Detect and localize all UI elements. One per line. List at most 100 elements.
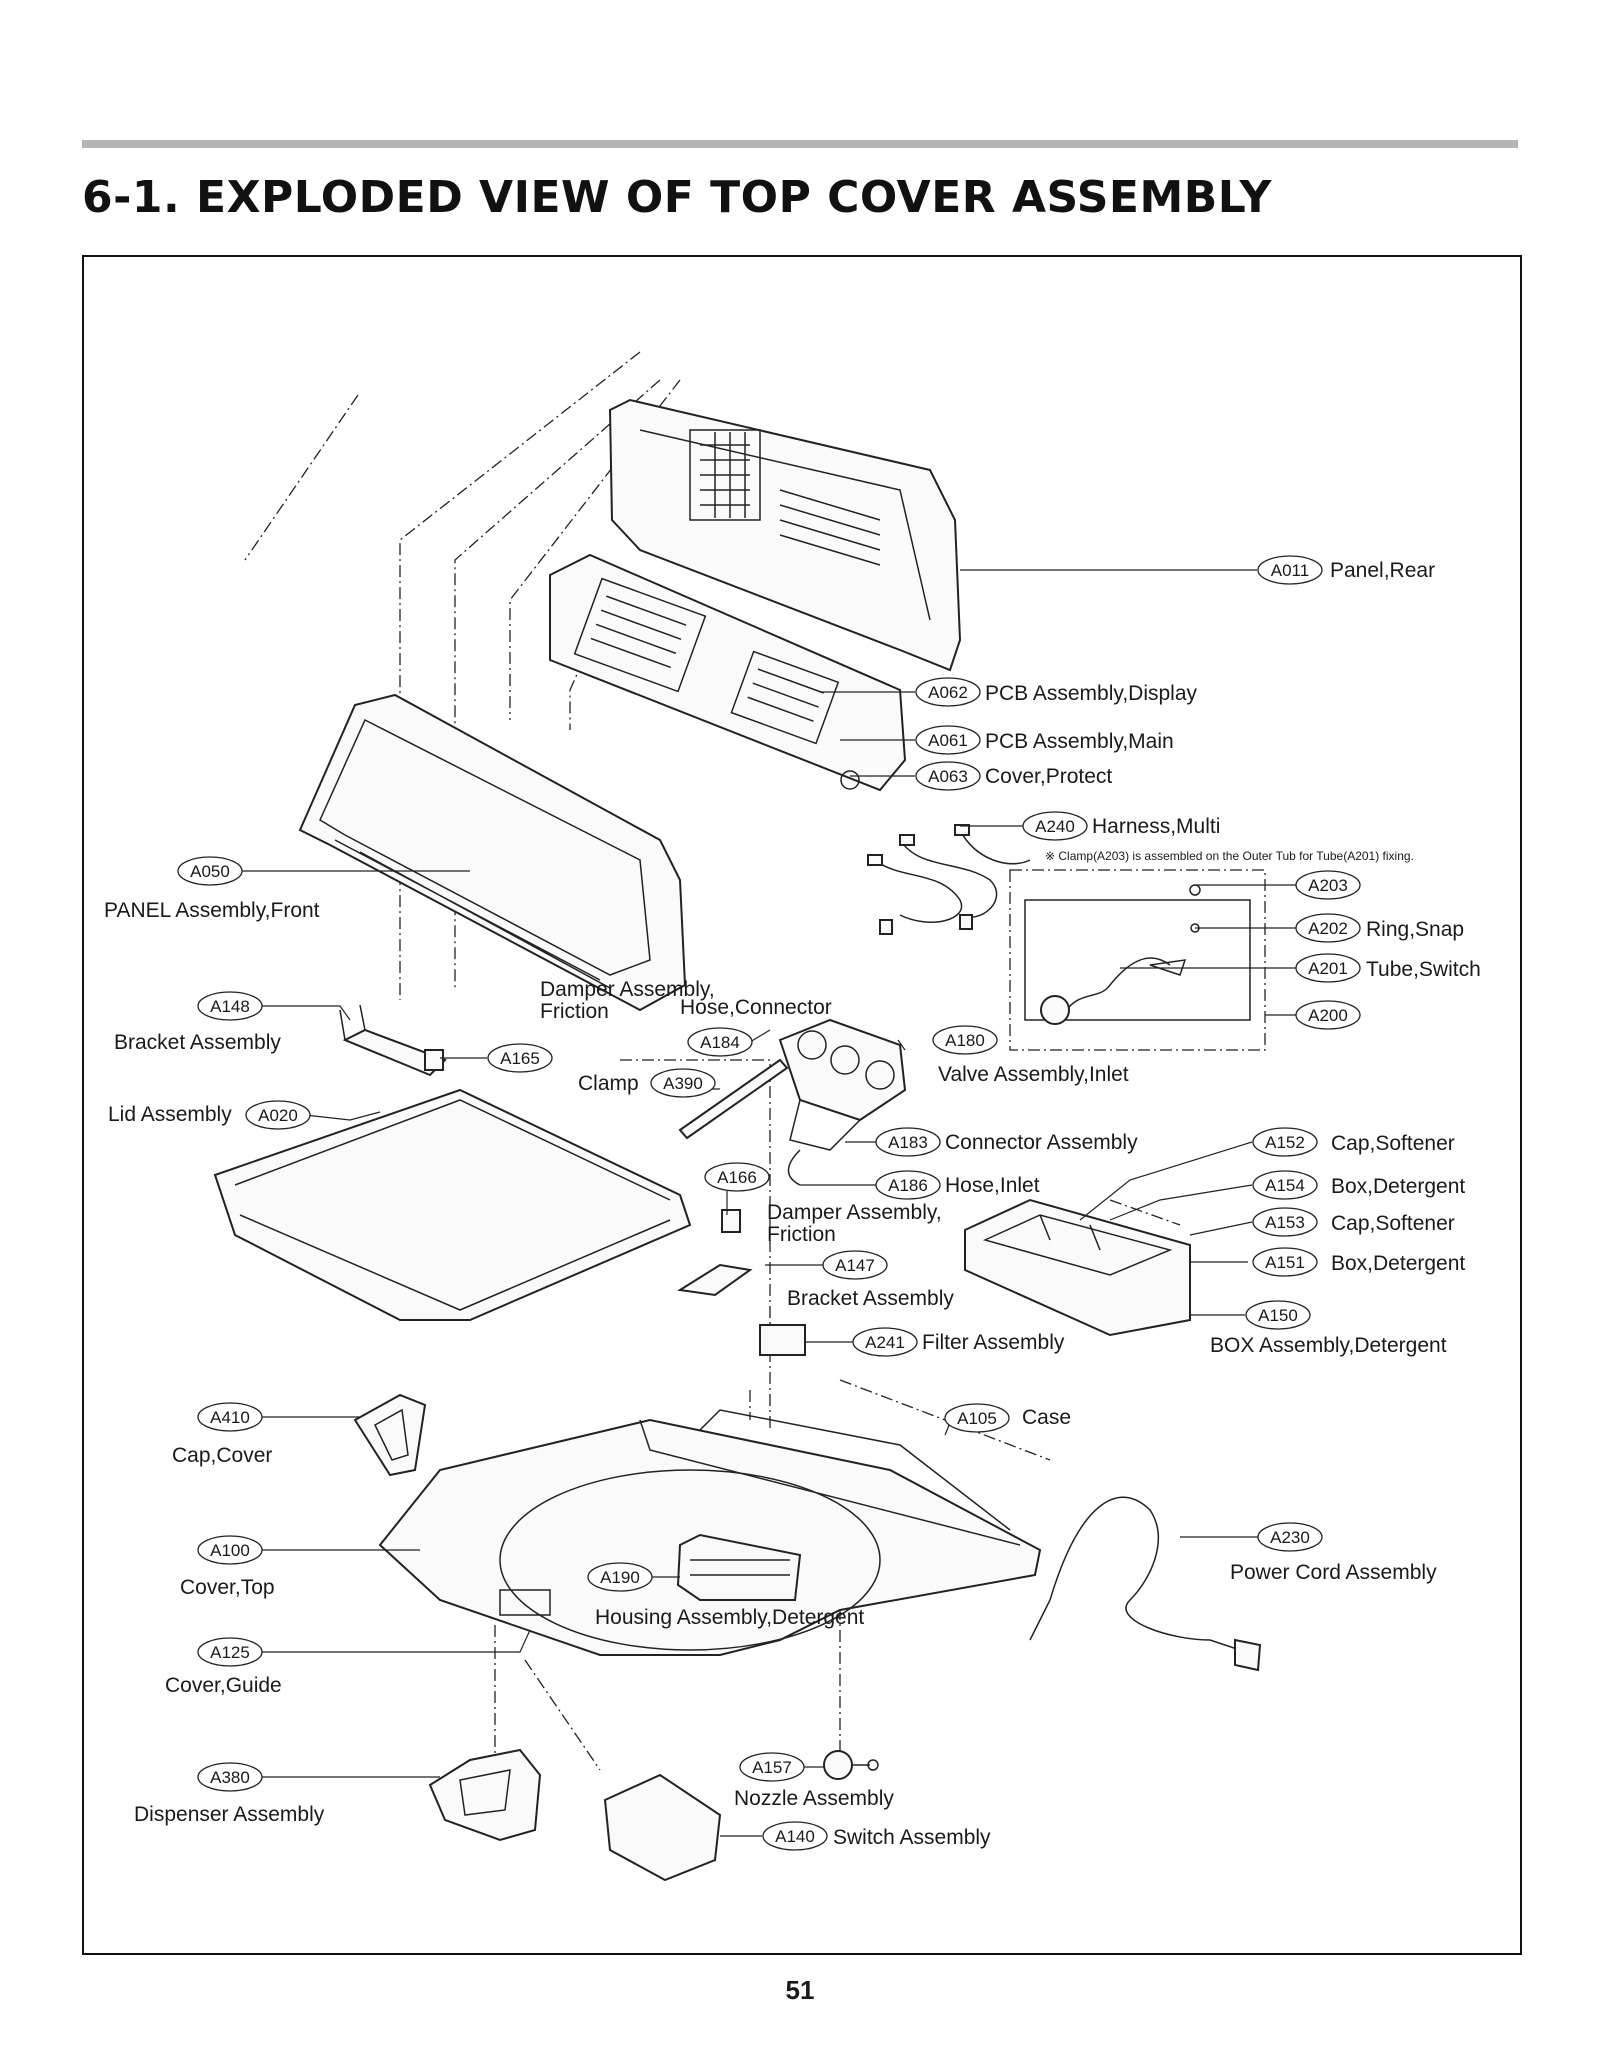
- harness-multi-drawing: [867, 824, 1031, 935]
- callout-a203: A203: [1295, 870, 1361, 900]
- callout-a201-code: A201: [1308, 959, 1348, 978]
- callout-a061: A061 PCB Assembly,Main: [915, 725, 1174, 755]
- callout-a061-label: PCB Assembly,Main: [985, 730, 1174, 753]
- callout-a154-label: Box,Detergent: [1331, 1175, 1465, 1198]
- callout-a202-label: Ring,Snap: [1366, 918, 1464, 941]
- callout-a200: A200: [1295, 1000, 1361, 1030]
- callout-a241-code: A241: [865, 1333, 905, 1352]
- power-cord-drawing: [1029, 1496, 1262, 1672]
- callout-a202: A202 Ring,Snap: [1295, 913, 1464, 943]
- inlet-valve-drawing: [678, 1018, 907, 1186]
- callout-a165-code: A165: [500, 1049, 540, 1068]
- callout-a062-label: PCB Assembly,Display: [985, 682, 1198, 705]
- damper-top-label-1: Damper Assembly,: [540, 978, 715, 1001]
- callout-a190-label: Housing Assembly,Detergent: [595, 1606, 864, 1629]
- callout-a020: Lid Assembly A020: [108, 1100, 311, 1130]
- callout-a410: A410 Cap,Cover: [172, 1402, 272, 1467]
- callout-a184-label: Hose,Connector: [680, 996, 832, 1019]
- callout-a380-code: A380: [210, 1768, 250, 1787]
- callout-a184-code: A184: [700, 1033, 740, 1052]
- callout-a152: A152 Cap,Softener: [1252, 1127, 1455, 1157]
- callout-a240-label: Harness,Multi: [1092, 815, 1220, 838]
- callout-a061-code: A061: [928, 731, 968, 750]
- callout-a125: A125 Cover,Guide: [165, 1637, 282, 1697]
- switch-kit-drawing: [1009, 869, 1266, 1051]
- callout-a150: A150 BOX Assembly,Detergent: [1210, 1300, 1447, 1357]
- callout-a063-code: A063: [928, 767, 968, 786]
- pcb-assembly-drawing: [549, 553, 907, 792]
- callout-a157-code: A157: [752, 1758, 792, 1777]
- callout-a157-label: Nozzle Assembly: [734, 1787, 894, 1810]
- callout-a147-label: Bracket Assembly: [787, 1287, 954, 1310]
- callout-a063-label: Cover,Protect: [985, 765, 1112, 788]
- callout-a157: A157 Nozzle Assembly: [734, 1752, 894, 1810]
- callout-a125-code: A125: [210, 1643, 250, 1662]
- dispenser-drawing: [428, 1748, 542, 1842]
- nozzle-drawing: [823, 1750, 879, 1780]
- callout-a148-code: A148: [210, 997, 250, 1016]
- filter-assembly-drawing: [759, 1324, 806, 1356]
- callout-a150-label: BOX Assembly,Detergent: [1210, 1334, 1447, 1357]
- callout-a105-code: A105: [957, 1409, 997, 1428]
- callout-a011-label: Panel,Rear: [1330, 559, 1435, 582]
- callout-a180-label: Valve Assembly,Inlet: [938, 1063, 1129, 1086]
- callout-a390-code: A390: [663, 1074, 703, 1093]
- callout-a186: A186 Hose,Inlet: [875, 1170, 1040, 1200]
- callout-a190-code: A190: [600, 1568, 640, 1587]
- callout-a166: A166 Damper Assembly, Friction: [704, 1162, 942, 1246]
- callout-a100-label: Cover,Top: [180, 1576, 275, 1599]
- callout-a020-code: A020: [258, 1106, 298, 1125]
- callout-a153: A153 Cap,Softener: [1252, 1207, 1455, 1237]
- callout-a011: A011 Panel,Rear: [1257, 555, 1435, 585]
- callout-a154: A154 Box,Detergent: [1252, 1170, 1465, 1200]
- callout-a230: A230 Power Cord Assembly: [1230, 1522, 1437, 1584]
- bracket-a148-drawing: [339, 1004, 447, 1077]
- callout-a153-code: A153: [1265, 1213, 1305, 1232]
- callout-a410-label: Cap,Cover: [172, 1444, 272, 1467]
- callout-a011-code: A011: [1271, 561, 1309, 580]
- callout-a147: A147 Bracket Assembly: [787, 1250, 954, 1310]
- lid-assembly-drawing: [213, 1088, 692, 1321]
- callout-a011-oval: [1257, 555, 1323, 585]
- housing-detergent-drawing: [676, 1533, 802, 1601]
- callout-a062-code: A062: [928, 683, 968, 702]
- callout-a100: A100 Cover,Top: [180, 1535, 275, 1599]
- page-title: 6-1. EXPLODED VIEW OF TOP COVER ASSEMBLY: [82, 172, 1272, 223]
- callout-a151: A151 Box,Detergent: [1252, 1247, 1465, 1277]
- callout-a148: A148 Bracket Assembly: [114, 991, 281, 1054]
- diagram-frame: [82, 255, 1522, 1955]
- page-number: 51: [785, 1975, 815, 2005]
- callout-a166-label-1: Damper Assembly,: [767, 1201, 942, 1224]
- damper-top-label-2: Friction: [540, 1000, 609, 1023]
- callout-a050-label: PANEL Assembly,Front: [104, 899, 320, 922]
- callout-a183-label: Connector Assembly: [945, 1131, 1138, 1154]
- callout-a180: A180 Valve Assembly,Inlet: [932, 1025, 1129, 1086]
- callout-a184: Hose,Connector A184: [680, 996, 832, 1057]
- callout-a166-label-2: Friction: [767, 1223, 836, 1246]
- leader-lines: [242, 569, 1297, 1837]
- callout-a180-code: A180: [945, 1031, 985, 1050]
- callout-a390-label: Clamp: [578, 1072, 639, 1095]
- callout-a240-code: A240: [1035, 817, 1075, 836]
- callout-a230-label: Power Cord Assembly: [1230, 1561, 1437, 1584]
- callout-a200-code: A200: [1308, 1006, 1348, 1025]
- callout-a152-code: A152: [1265, 1133, 1305, 1152]
- callout-a100-code: A100: [210, 1541, 250, 1560]
- cap-cover-drawing: [353, 1393, 427, 1477]
- switch-drawing: [603, 1773, 722, 1882]
- callout-a202-code: A202: [1308, 919, 1348, 938]
- callout-a062: A062 PCB Assembly,Display: [915, 677, 1198, 707]
- callout-a410-code: A410: [210, 1408, 250, 1427]
- panel-front-drawing: [298, 693, 687, 1012]
- callout-a380: A380 Dispenser Assembly: [134, 1762, 325, 1826]
- callout-a201-label: Tube,Switch: [1366, 958, 1481, 981]
- callout-a165: A165: [487, 1043, 553, 1073]
- callout-a140-code: A140: [775, 1827, 815, 1846]
- callout-a150-code: A150: [1258, 1306, 1298, 1325]
- detergent-box-drawing: [964, 1198, 1191, 1337]
- callout-a105-label: Case: [1022, 1406, 1071, 1429]
- callout-a020-label: Lid Assembly: [108, 1103, 232, 1126]
- callout-a154-code: A154: [1265, 1176, 1305, 1195]
- callout-a125-label: Cover,Guide: [165, 1674, 282, 1697]
